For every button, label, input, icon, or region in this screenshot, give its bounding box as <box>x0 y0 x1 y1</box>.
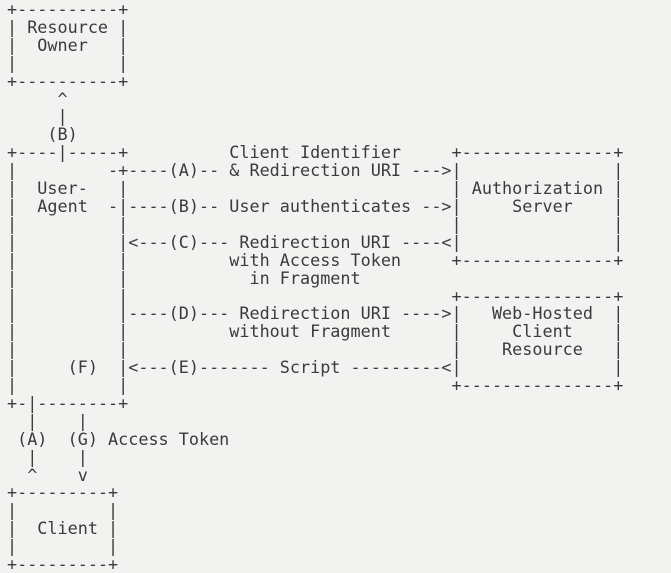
oauth-implicit-flow-ascii-diagram: +----------+ | Resource | | Owner | | | … <box>7 0 624 573</box>
diagram-viewport: +----------+ | Resource | | Owner | | | … <box>7 0 624 573</box>
